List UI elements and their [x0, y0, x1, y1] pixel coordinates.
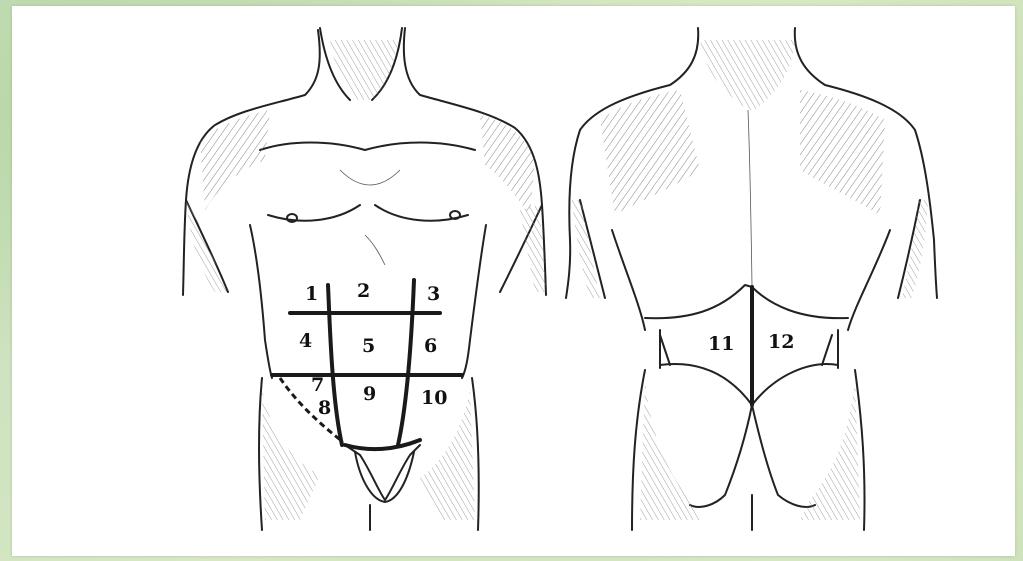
front-figure: 1 2 3 4 5 6 7 8 9 10	[183, 28, 546, 530]
region-label-2: 2	[357, 280, 370, 302]
back-figure: 11 12	[566, 28, 937, 530]
region-label-3: 3	[427, 283, 440, 305]
region-label-5: 5	[362, 335, 375, 357]
region-label-6: 6	[424, 335, 437, 357]
region-label-11: 11	[708, 333, 734, 355]
region-label-10: 10	[421, 387, 447, 409]
region-label-9: 9	[363, 383, 376, 405]
region-label-1: 1	[305, 283, 318, 305]
region-label-8: 8	[318, 397, 331, 419]
region-label-4: 4	[299, 330, 312, 352]
region-label-12: 12	[768, 331, 794, 353]
region-label-7: 7	[311, 374, 324, 396]
